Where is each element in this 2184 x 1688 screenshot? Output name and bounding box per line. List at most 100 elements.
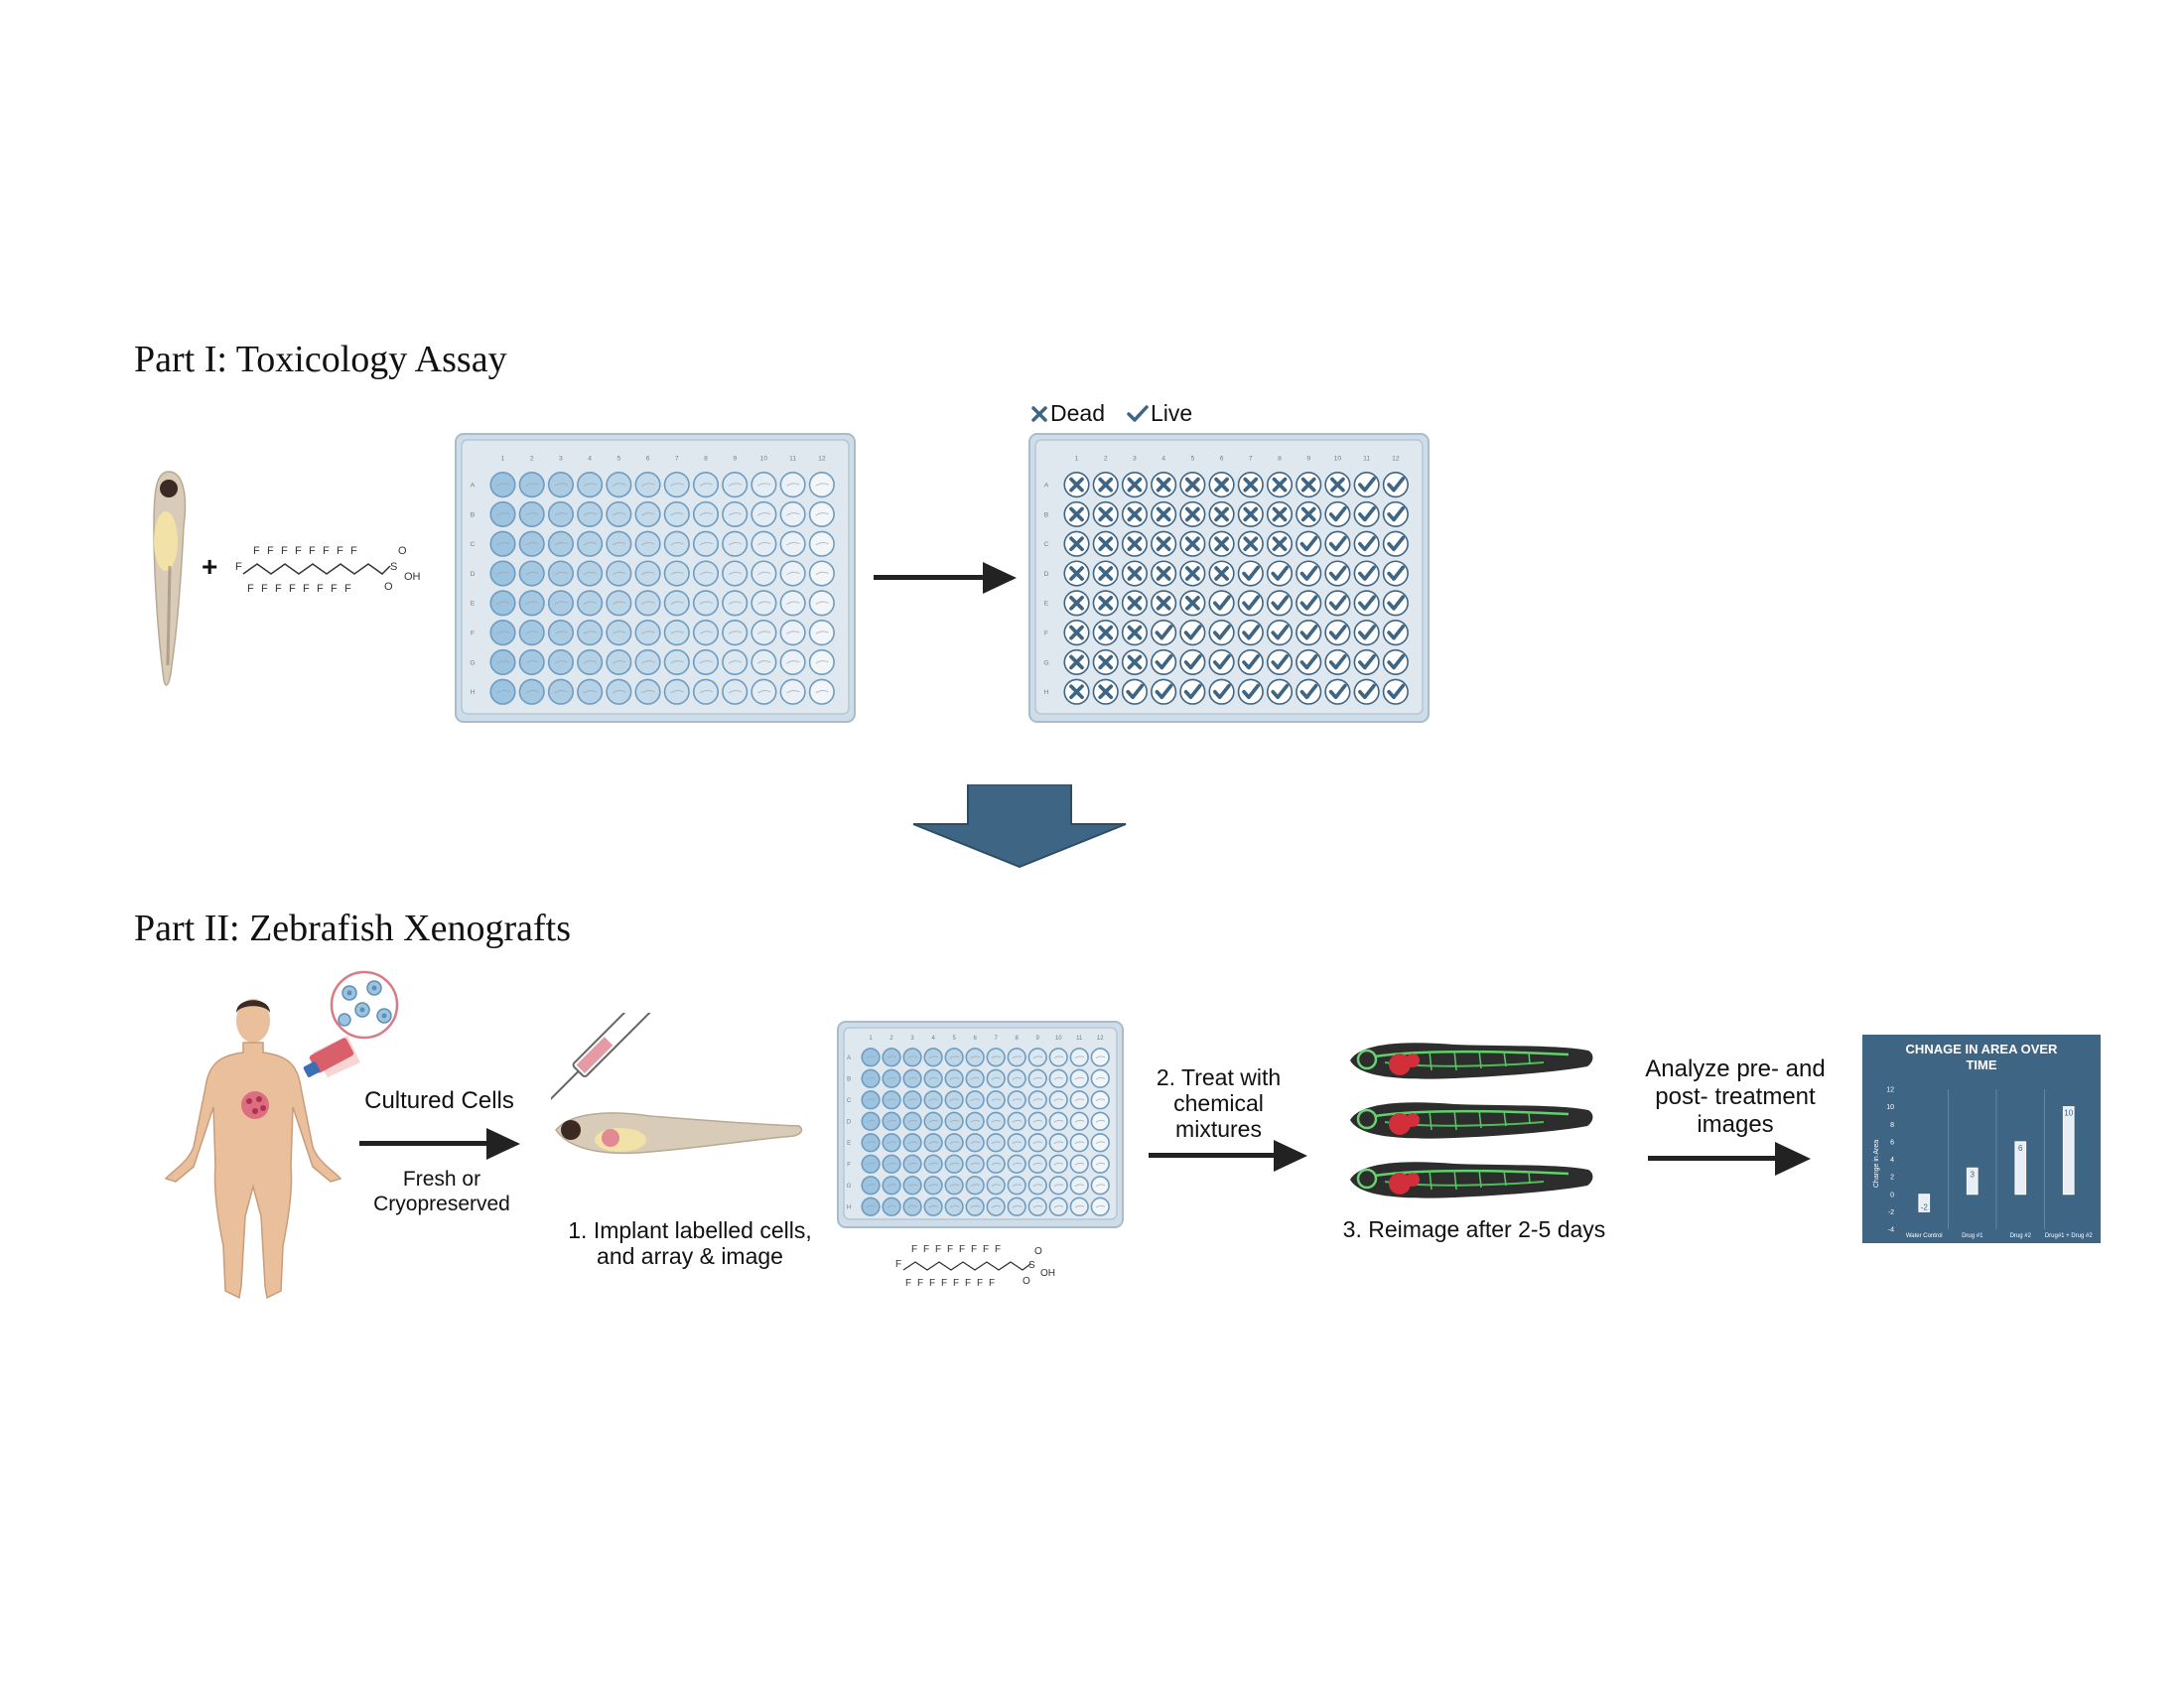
well-larva-mark <box>1074 1076 1085 1080</box>
dead-x-icon <box>1214 477 1229 492</box>
plate-well <box>986 1048 1006 1067</box>
plate-well <box>1090 1176 1110 1196</box>
well-larva-mark <box>815 601 829 605</box>
live-check-icon <box>1183 653 1202 670</box>
plate-well <box>1048 1068 1068 1088</box>
well-larva-mark <box>991 1162 1002 1166</box>
plate-well <box>577 500 604 527</box>
plate-column-label: 2 <box>889 1036 893 1042</box>
well-larva-mark <box>1032 1076 1043 1080</box>
svg-text:F: F <box>989 1278 995 1289</box>
dead-x-icon <box>1300 477 1316 492</box>
well-larva-mark <box>1032 1184 1043 1188</box>
legend-live-label: Live <box>1150 400 1193 426</box>
live-check-icon <box>1358 477 1376 492</box>
well-larva-mark <box>1095 1119 1106 1123</box>
plate-well <box>882 1048 901 1067</box>
well-larva-mark <box>728 689 743 694</box>
plate-well <box>577 590 604 617</box>
plate-well <box>663 530 690 557</box>
well-larva-mark <box>1053 1076 1064 1080</box>
svg-text:F: F <box>941 1278 947 1289</box>
chart-bar <box>2062 1106 2075 1196</box>
well-larva-mark <box>641 631 655 634</box>
chart-ylabel: Change in Area <box>1873 1140 1880 1188</box>
well-larva-mark <box>928 1141 939 1145</box>
plate-well <box>965 1133 985 1153</box>
well-larva-mark <box>970 1076 981 1080</box>
live-check-icon <box>1358 595 1376 611</box>
plate-well <box>1048 1111 1068 1131</box>
plate-well <box>751 500 777 527</box>
well-larva-mark <box>1095 1055 1106 1059</box>
well-larva-mark <box>641 660 655 664</box>
plate-well <box>663 620 690 646</box>
plate-well <box>722 678 749 705</box>
plate-well <box>902 1154 922 1174</box>
dead-x-icon <box>1184 477 1200 492</box>
live-check-icon <box>1358 535 1376 552</box>
plate-well <box>1382 590 1409 617</box>
well-larva-mark <box>970 1162 981 1166</box>
dead-x-icon <box>1127 477 1143 492</box>
plate-well <box>634 530 661 557</box>
well-larva-mark <box>496 631 510 634</box>
well-larva-mark <box>786 541 800 546</box>
plate-well <box>577 678 604 705</box>
plate-well <box>923 1133 943 1153</box>
well-larva-mark <box>756 512 771 516</box>
plate-column-label: 5 <box>1190 456 1194 463</box>
well-larva-mark <box>1053 1055 1064 1059</box>
plate-well <box>1027 1068 1047 1088</box>
dead-x-icon <box>1184 566 1200 581</box>
svg-text:F: F <box>235 561 242 573</box>
plate-well <box>489 500 516 527</box>
chart-background <box>1862 1035 2101 1243</box>
plate-well <box>944 1090 964 1110</box>
step1-label-line1: 1. Implant labelled cells, <box>568 1217 812 1243</box>
plate-well <box>692 500 720 527</box>
plate-well <box>1090 1154 1110 1174</box>
well-larva-mark <box>641 512 655 516</box>
well-larva-mark <box>525 689 539 694</box>
well-larva-mark <box>670 601 684 605</box>
plate-well <box>1382 500 1409 527</box>
svg-text:O: O <box>384 581 393 593</box>
plate-well <box>1069 1090 1089 1110</box>
well-larva-mark <box>1074 1141 1085 1145</box>
live-check-icon <box>1271 625 1290 640</box>
chart-data-label: 3 <box>1971 1170 1976 1179</box>
live-check-icon <box>1328 595 1347 611</box>
plate-row-label: B <box>471 511 476 518</box>
well-larva-mark <box>583 541 598 546</box>
plate-well <box>923 1068 943 1088</box>
dead-x-icon <box>1243 506 1259 522</box>
well-larva-mark <box>949 1162 960 1166</box>
plate-well <box>1027 1176 1047 1196</box>
well-larva-mark <box>525 631 539 634</box>
well-larva-mark <box>554 660 568 664</box>
chart-category-label: Drug#1 + Drug #2 <box>2045 1233 2094 1239</box>
plate-well <box>1090 1196 1110 1216</box>
plate-well <box>1237 560 1264 587</box>
plate-well <box>518 500 545 527</box>
well-larva-mark <box>1012 1076 1023 1080</box>
analyze-label-line3: images <box>1697 1111 1774 1138</box>
live-check-icon <box>1387 477 1406 492</box>
well-larva-mark <box>786 601 800 605</box>
chart-category-label: Drug #2 <box>2010 1233 2032 1239</box>
well-larva-mark <box>496 689 510 694</box>
live-check-icon <box>1271 595 1290 611</box>
dead-x-icon <box>1098 684 1114 700</box>
svg-text:F: F <box>977 1278 983 1289</box>
plate-well <box>1090 1111 1110 1131</box>
dead-x-icon <box>1156 536 1171 552</box>
plate-well <box>1069 1068 1089 1088</box>
chart-ytick-label: 8 <box>1890 1122 1894 1129</box>
plate-well <box>944 1133 964 1153</box>
plus-sign: + <box>202 551 218 582</box>
plate-column-label: 3 <box>910 1036 914 1042</box>
step1-label-line2: and array & image <box>597 1243 783 1269</box>
well-larva-mark <box>525 541 539 546</box>
well-larva-mark <box>991 1098 1002 1102</box>
